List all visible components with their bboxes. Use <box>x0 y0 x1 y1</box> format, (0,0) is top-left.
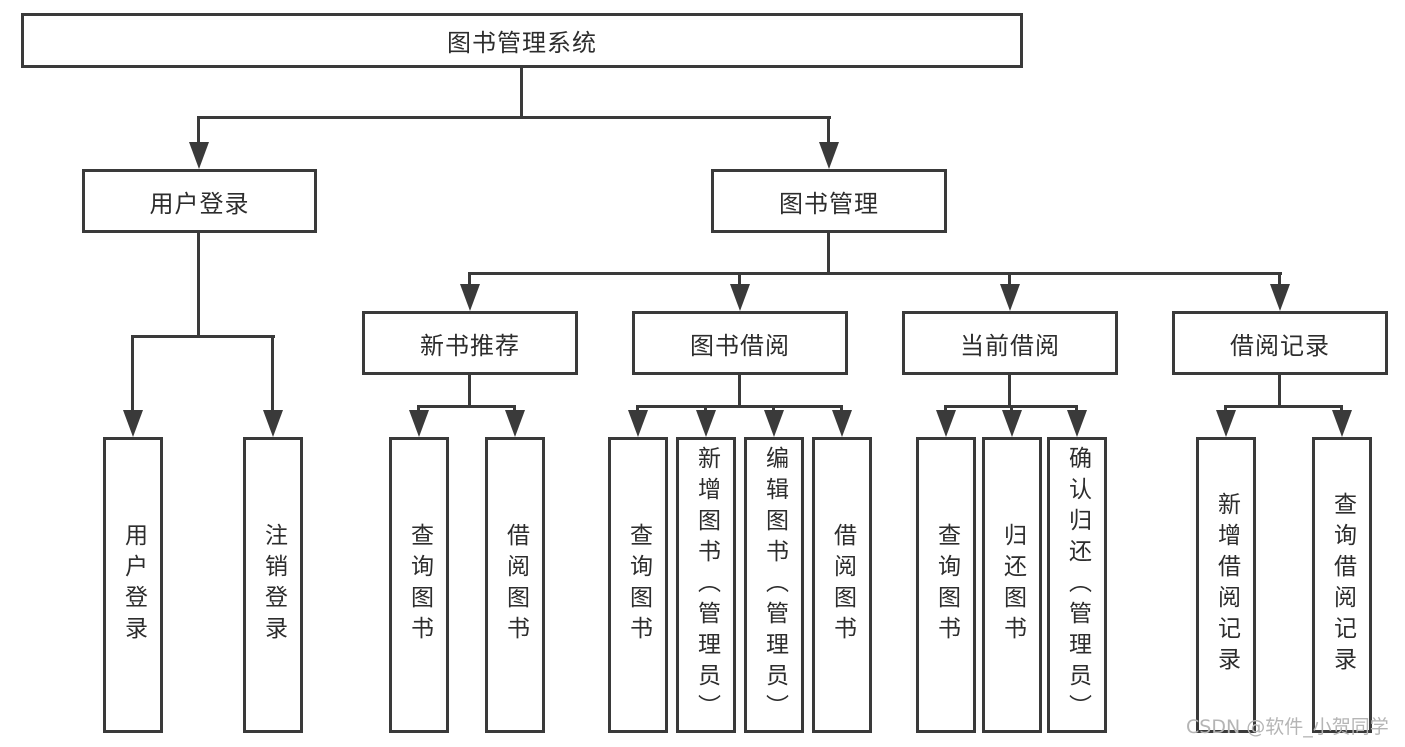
arrowhead-down-icon <box>409 410 429 437</box>
connector-bookborrow-split <box>637 405 843 408</box>
connector-bookmgmt-stem <box>827 233 830 274</box>
arrowhead-down-icon <box>696 410 716 437</box>
arrowhead-down-icon <box>936 410 956 437</box>
arrowhead-down-icon <box>1067 410 1087 437</box>
arrowhead-down-icon <box>505 410 525 437</box>
node-current-borrow: 当前借阅 <box>902 311 1118 375</box>
connector-root-stem <box>520 68 523 118</box>
arrowhead-down-icon <box>1270 284 1290 311</box>
connector-currentborrow-stem <box>1008 375 1011 407</box>
leaf-query-borrow-record: 查询借阅记录 <box>1312 437 1372 733</box>
connector-bookmgmt-split <box>469 272 1282 275</box>
node-book-borrow: 图书借阅 <box>632 311 848 375</box>
connector-leaf-stem <box>704 405 707 413</box>
connector-to-leaf-user-login <box>131 335 134 413</box>
arrowhead-down-icon <box>819 142 839 169</box>
leaf-logout: 注销登录 <box>243 437 303 733</box>
connector-to-borrow-records <box>1278 272 1281 288</box>
leaf-query-books-newbooks: 查询图书 <box>389 437 449 733</box>
node-root-book-management-system: 图书管理系统 <box>21 13 1023 68</box>
connector-leaf-stem <box>636 405 639 413</box>
connector-leaf-stem <box>772 405 775 413</box>
connector-bookborrow-stem <box>738 375 741 407</box>
arrowhead-down-icon <box>628 410 648 437</box>
arrowhead-down-icon <box>1216 410 1236 437</box>
connector-leaf-stem <box>1075 405 1078 413</box>
leaf-return-books: 归还图书 <box>982 437 1042 733</box>
node-new-book-recommend: 新书推荐 <box>362 311 578 375</box>
leaf-borrow-books-borrow: 借阅图书 <box>812 437 872 733</box>
leaf-query-books-current: 查询图书 <box>916 437 976 733</box>
connector-leaf-stem <box>1224 405 1227 413</box>
leaf-borrow-books-newbooks: 借阅图书 <box>485 437 545 733</box>
connector-leaf-stem <box>1340 405 1343 413</box>
arrowhead-down-icon <box>460 284 480 311</box>
connector-leaf-stem <box>513 405 516 413</box>
arrowhead-down-icon <box>1000 284 1020 311</box>
node-book-management: 图书管理 <box>711 169 947 233</box>
connector-userlogin-split <box>131 335 275 338</box>
connector-leaf-stem <box>944 405 947 413</box>
leaf-user-login: 用户登录 <box>103 437 163 733</box>
connector-to-user-login <box>197 116 200 146</box>
connector-borrowrecords-stem <box>1278 375 1281 407</box>
node-user-login: 用户登录 <box>82 169 317 233</box>
leaf-confirm-return-admin: 确认归还（管理员） <box>1047 437 1107 733</box>
arrowhead-down-icon <box>123 410 143 437</box>
connector-root-split <box>197 116 831 119</box>
arrowhead-down-icon <box>1332 410 1352 437</box>
arrowhead-down-icon <box>730 284 750 311</box>
connector-borrowrecords-split <box>1224 405 1343 408</box>
arrowhead-down-icon <box>764 410 784 437</box>
connector-userlogin-stem <box>197 233 200 337</box>
csdn-watermark: CSDN @软件_小贺同学 <box>1186 716 1389 738</box>
leaf-query-books-borrow: 查询图书 <box>608 437 668 733</box>
connector-to-book-borrow <box>738 272 741 288</box>
connector-to-book-mgmt <box>827 116 830 146</box>
arrowhead-down-icon <box>832 410 852 437</box>
node-borrow-records: 借阅记录 <box>1172 311 1388 375</box>
arrowhead-down-icon <box>263 410 283 437</box>
arrowhead-down-icon <box>189 142 209 169</box>
arrowhead-down-icon <box>1002 410 1022 437</box>
connector-to-leaf-logout <box>271 335 274 413</box>
connector-to-new-books <box>468 272 471 288</box>
leaf-add-borrow-record: 新增借阅记录 <box>1196 437 1256 733</box>
leaf-add-books-admin: 新增图书（管理员） <box>676 437 736 733</box>
connector-leaf-stem <box>417 405 420 413</box>
leaf-edit-books-admin: 编辑图书（管理员） <box>744 437 804 733</box>
connector-newbooks-split <box>417 405 516 408</box>
connector-leaf-stem <box>840 405 843 413</box>
connector-to-current-borrow <box>1008 272 1011 288</box>
connector-leaf-stem <box>1010 405 1013 413</box>
connector-newbooks-stem <box>468 375 471 407</box>
